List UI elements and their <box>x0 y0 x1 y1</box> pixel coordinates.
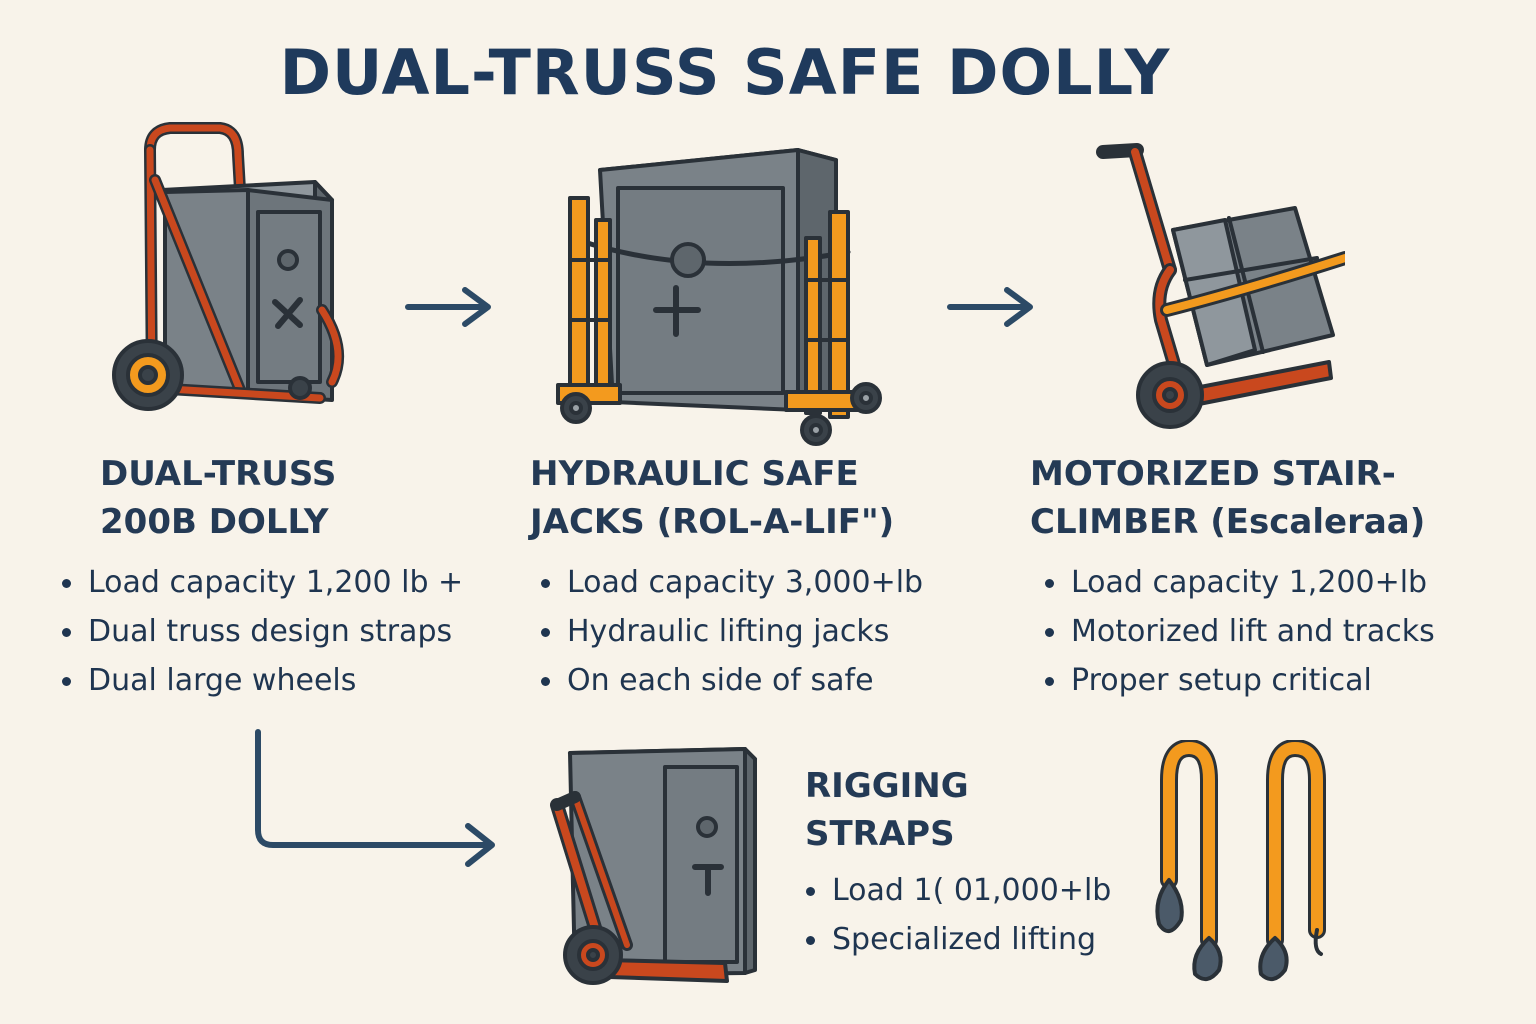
arrow-right-icon <box>255 729 495 867</box>
bullet-item: Proper setup critical <box>1041 656 1435 705</box>
bullet-item: On each side of safe <box>537 656 923 705</box>
bullet-item: Dual large wheels <box>58 656 463 705</box>
section-heading-rigging: RIGGING STRAPS <box>805 766 969 854</box>
bullet-list-dolly: Load capacity 1,200 lb + Dual truss desi… <box>58 558 463 705</box>
bullet-item: Load capacity 1,200+lb <box>1041 558 1435 607</box>
arrow-right-icon <box>405 287 491 327</box>
bullet-list-jacks: Load capacity 3,000+lb Hydraulic lifting… <box>537 558 923 705</box>
bullet-list-rigging: Load 1( 01,000+lb Specialized lifting <box>802 866 1111 964</box>
bullet-item: Hydraulic lifting jacks <box>537 607 923 656</box>
safe-dolly-icon <box>112 122 344 411</box>
rigging-straps-icon <box>1155 740 1326 982</box>
bullet-item: Load 1( 01,000+lb <box>802 866 1111 915</box>
section-heading-stairclimber: MOTORIZED STAIR- CLIMBER (Escaleraa) <box>1030 454 1426 542</box>
bullet-item: Dual truss design straps <box>58 607 463 656</box>
arrow-right-icon <box>947 287 1033 327</box>
bullet-list-stairclimber: Load capacity 1,200+lb Motorized lift an… <box>1041 558 1435 705</box>
rigging-dolly-icon <box>550 747 757 985</box>
section-heading-dolly: DUAL-TRUSS 200B DOLLY <box>100 454 337 542</box>
section-heading-jacks: HYDRAULIC SAFE JACKS (ROL-A-LIF") <box>530 454 895 542</box>
stair-climber-icon <box>1096 143 1345 429</box>
page-title: DUAL-TRUSS SAFE DOLLY <box>279 36 1171 109</box>
bullet-item: Load capacity 1,200 lb + <box>58 558 463 607</box>
hydraulic-jacks-icon <box>556 148 882 446</box>
bullet-item: Motorized lift and tracks <box>1041 607 1435 656</box>
bullet-item: Load capacity 3,000+lb <box>537 558 923 607</box>
bullet-item: Specialized lifting <box>802 915 1111 964</box>
